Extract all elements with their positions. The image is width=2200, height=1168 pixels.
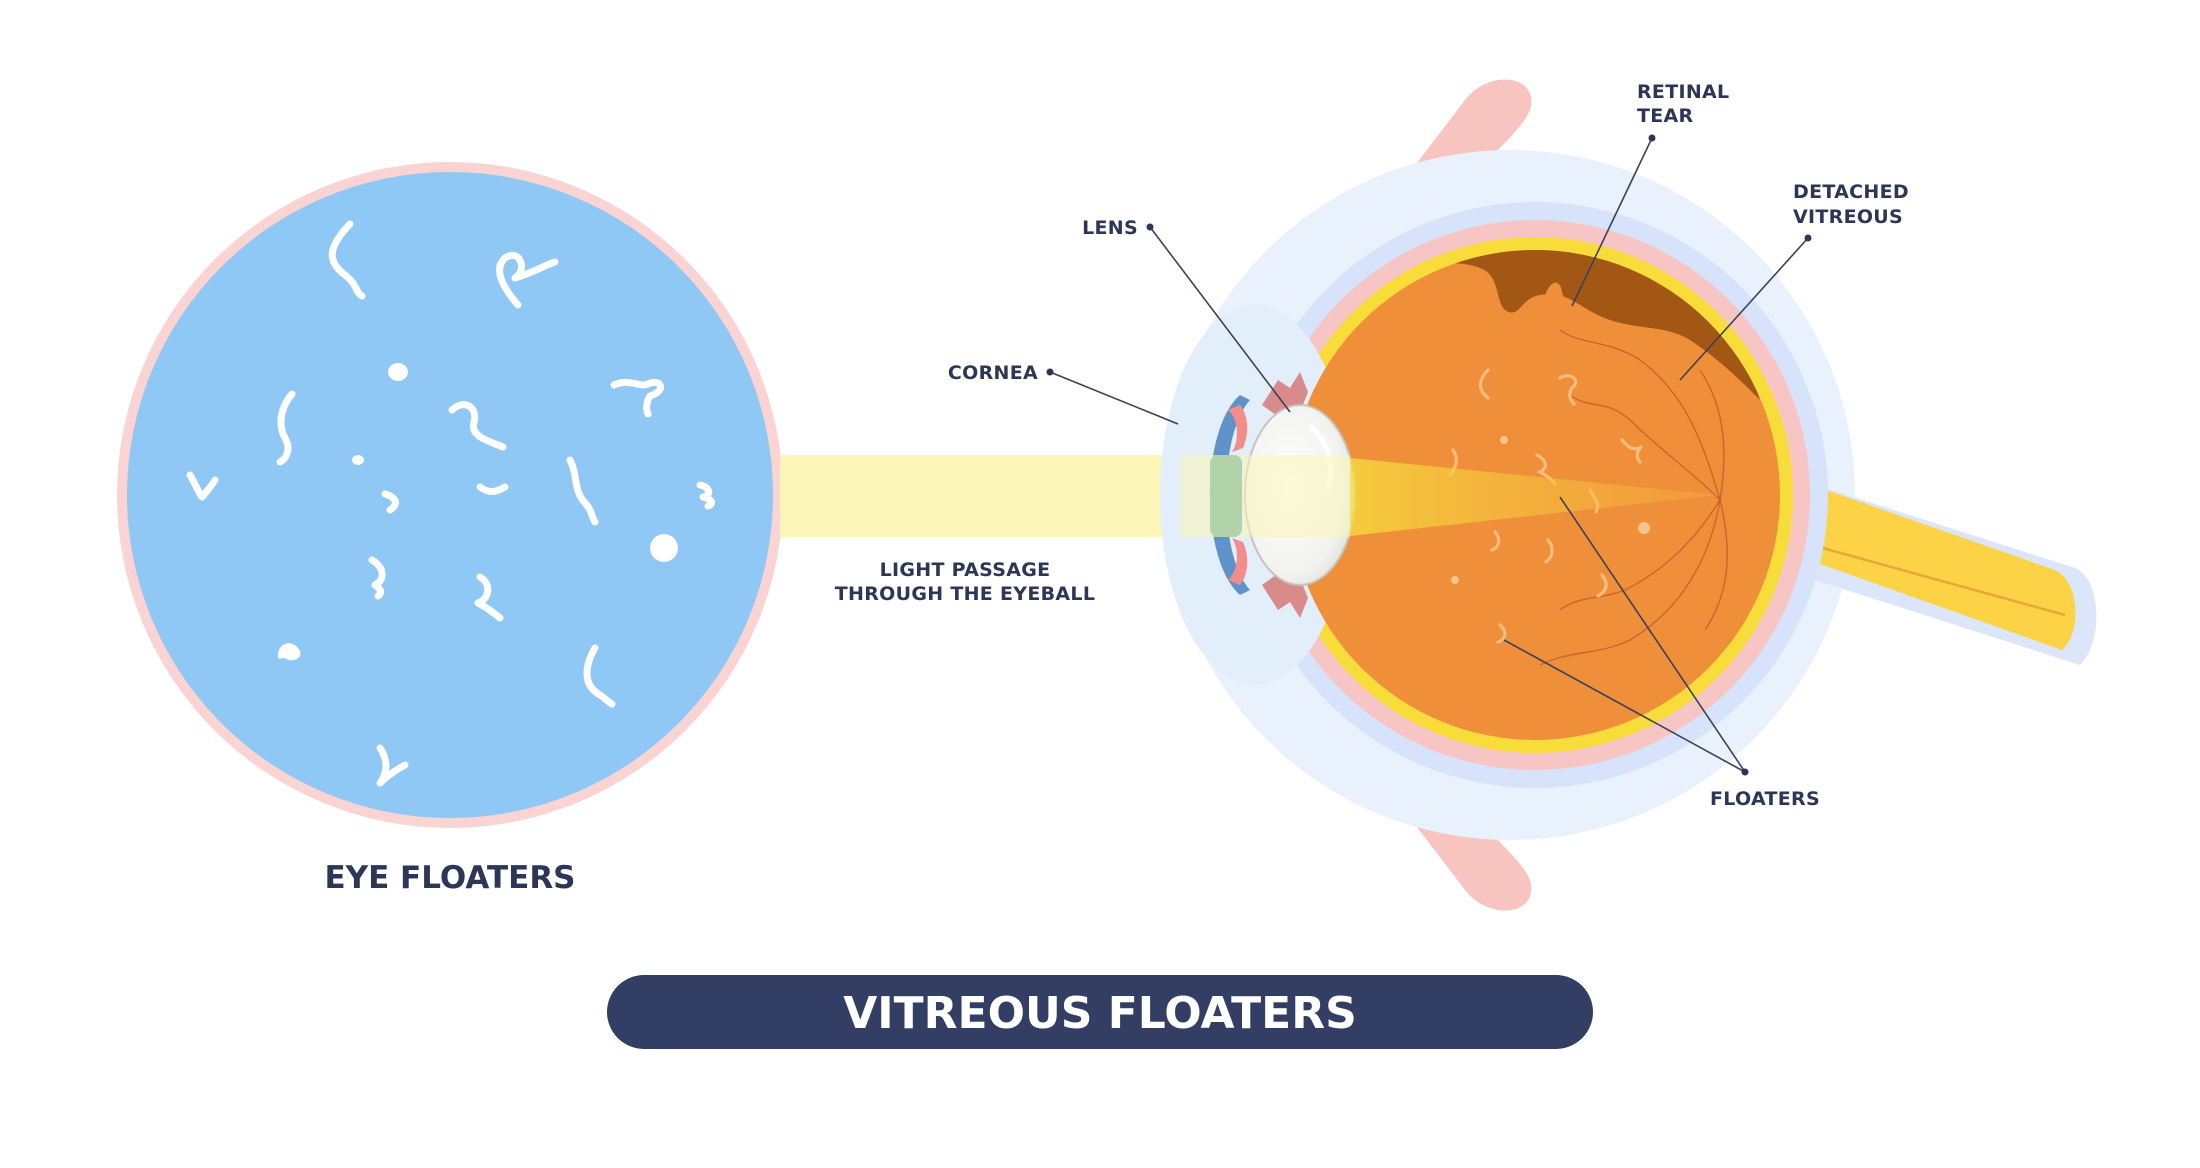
optic-nerve [1745, 472, 2076, 650]
cornea-leader [1049, 371, 1179, 425]
eye-cross-section [1160, 79, 2097, 911]
title-text: VITREOUS FLOATERS [843, 988, 1357, 1039]
floaters-leader-1 [1559, 496, 1746, 773]
floaters-group [186, 220, 715, 787]
floater-blob-3 [650, 534, 678, 562]
iris-upper [1228, 405, 1248, 452]
inner-floater-dot-3 [1451, 576, 1459, 584]
floater-7 [381, 490, 399, 514]
light-passage-label-line2: THROUGH THE EYEBALL [835, 583, 1095, 605]
retinal-vessel-5 [1699, 369, 1725, 501]
cornea [1210, 395, 1250, 595]
retinal-vessel-3 [1569, 394, 1721, 501]
inner-floater-2 [1558, 374, 1578, 406]
focused-beam [1350, 458, 1718, 536]
light-passage-label-line1: LIGHT PASSAGE [880, 559, 1051, 581]
beam-through-lens [1180, 455, 1350, 537]
view-circle [127, 172, 773, 818]
cornea-dot [1046, 368, 1054, 376]
inner-floater-1 [1478, 368, 1490, 400]
inner-floater-7 [1490, 530, 1501, 552]
eye-floaters-view: EYE FLOATERS [117, 162, 783, 896]
floater-13 [583, 644, 616, 708]
inner-floater-3 [1620, 438, 1644, 464]
detached-vitreous-dot [1804, 234, 1812, 242]
retinal-tear-flap [1545, 282, 1571, 321]
floaters-leader-2 [1503, 639, 1746, 773]
floater-2 [496, 252, 559, 309]
cornea-label: CORNEA [948, 362, 1038, 384]
inner-floater-dot-2 [1500, 436, 1508, 444]
floater-8 [476, 483, 509, 495]
inner-floater-10 [1496, 623, 1507, 644]
floaters-label: FLOATERS [1710, 788, 1820, 810]
floater-6 [186, 471, 219, 501]
detached-vitreous-label-line2: VITREOUS [1793, 206, 1903, 228]
retinal-tear-label-line1: RETINAL [1637, 81, 1729, 103]
floater-11 [368, 556, 386, 600]
floaters-dot [1741, 768, 1749, 776]
lens-dot [1146, 223, 1154, 231]
title-banner-bg [607, 975, 1593, 1049]
floater-10 [696, 481, 715, 510]
title-banner: VITREOUS FLOATERS [607, 975, 1593, 1049]
floater-blob-4 [277, 643, 301, 661]
retinal-vessel-4 [1559, 499, 1721, 611]
retinal-tear-label-line2: TEAR [1637, 105, 1694, 127]
floater-12 [474, 573, 504, 622]
detached-vitreous-leader [1679, 237, 1809, 381]
iris-lower [1228, 538, 1248, 585]
inner-floater-8 [1544, 538, 1554, 564]
lens-label: LENS [1082, 217, 1138, 239]
retinal-vessel-6 [1704, 499, 1728, 631]
floater-4 [448, 401, 507, 451]
inner-floater-9 [1596, 573, 1608, 598]
floater-1 [328, 220, 366, 300]
floater-3 [276, 390, 296, 466]
floater-blob-2 [352, 455, 364, 465]
floater-5 [610, 378, 664, 418]
floater-14 [376, 744, 409, 787]
detached-vitreous-label-line1: DETACHED [1793, 181, 1909, 203]
annotations: LENS CORNEA RETINAL TEAR DETACHED VITREO… [948, 81, 1909, 810]
retinal-vessel-2 [1539, 499, 1721, 666]
retinal-vessel-1 [1559, 329, 1721, 501]
lens-leader [1149, 226, 1291, 413]
retinal-tear-dot [1648, 134, 1656, 142]
eye-floaters-caption: EYE FLOATERS [324, 860, 575, 896]
floater-blob-1 [388, 363, 408, 381]
floater-9 [566, 456, 599, 526]
retinal-tear-leader [1571, 137, 1653, 307]
inner-floater-dot-1 [1638, 522, 1650, 534]
